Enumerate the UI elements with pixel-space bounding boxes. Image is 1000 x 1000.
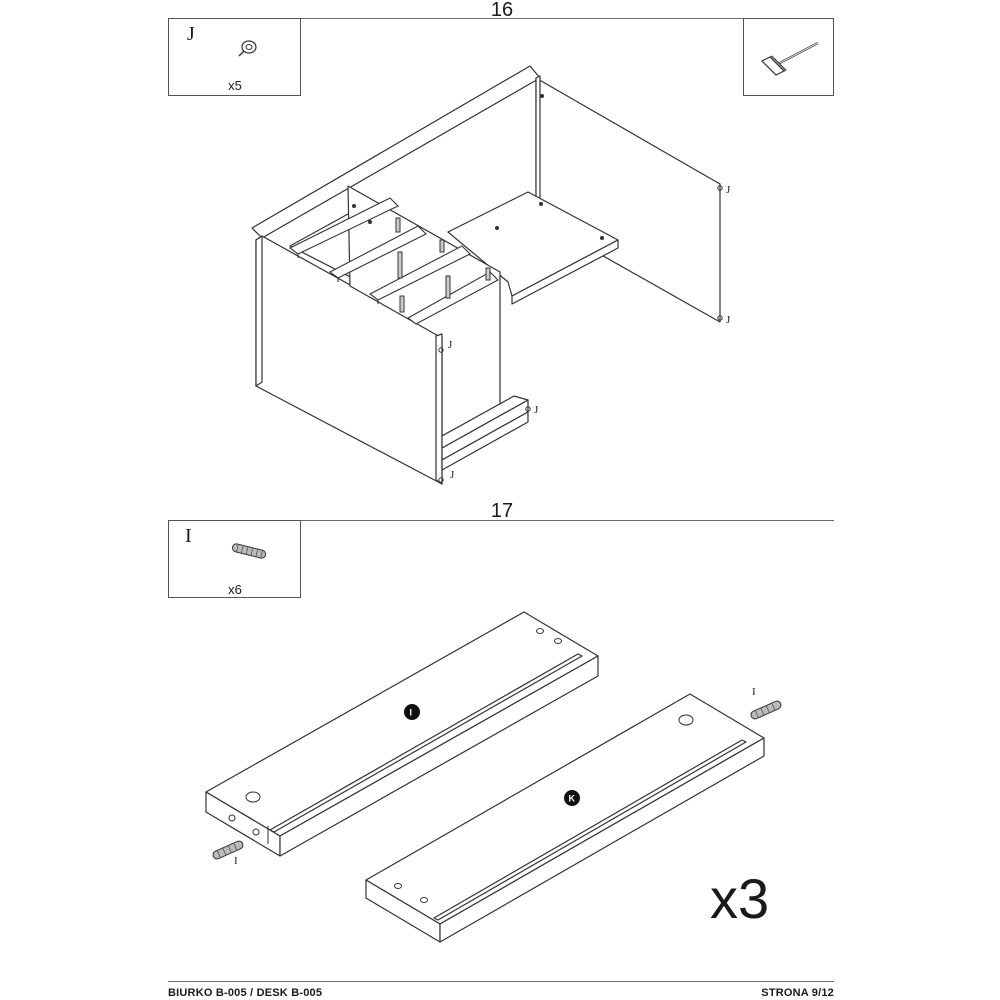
footer-page-number: STRONA 9/12 (761, 987, 834, 999)
step-16-rule (168, 18, 834, 19)
callout-j-5: J (450, 469, 455, 481)
panel-i-side (279, 655, 599, 857)
footer-rule (168, 981, 834, 982)
part-j-box: J x5 (168, 18, 301, 96)
panel-i-badge (404, 704, 420, 720)
wooden-dowel-icon (231, 543, 267, 559)
part-i-quantity: x6 (228, 582, 242, 597)
step-17-rule (168, 520, 834, 521)
panel-k-side (439, 737, 765, 943)
callout-j-2: J (726, 314, 731, 326)
part-j-quantity: x5 (228, 78, 242, 93)
callout-j-1: J (726, 184, 731, 196)
dowel-left-label: I (234, 855, 238, 867)
tool-box (743, 18, 834, 96)
dowel-right-label: I (752, 686, 756, 698)
part-i-letter: I (185, 525, 192, 547)
footer-product: BIURKO B-005 / DESK B-005 (168, 987, 323, 999)
dowel-right (750, 700, 782, 720)
multiplier-label: x3 (710, 867, 770, 930)
desk-frame-assembly-drawing: J J J J J (251, 65, 731, 485)
step-16-number: 16 (490, 0, 514, 21)
cam-bolt-icon (238, 40, 257, 57)
step-17-number: 17 (490, 500, 514, 522)
panel-i-badge-label: I (410, 708, 413, 718)
part-i-box: I x6 (168, 520, 301, 598)
panel-k-badge-label: K (569, 794, 576, 804)
hammer-icon (760, 42, 819, 76)
callout-j-4: J (534, 404, 539, 416)
part-j-letter: J (187, 23, 195, 45)
panel-k-badge (564, 790, 580, 806)
callout-j-3: J (448, 339, 453, 351)
dowel-left (212, 840, 244, 860)
